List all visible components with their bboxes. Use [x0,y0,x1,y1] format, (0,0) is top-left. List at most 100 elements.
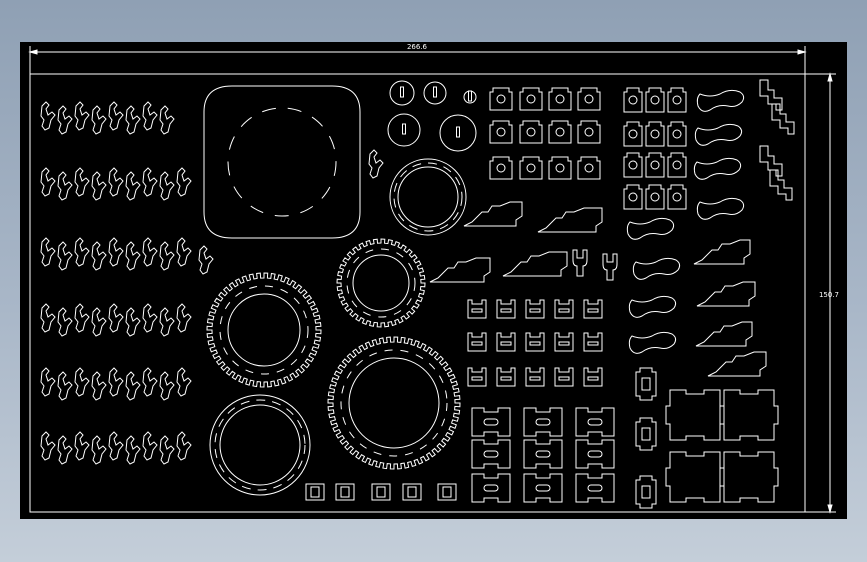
square-tab-part [489,120,513,144]
zigzag-clip-part [176,303,192,333]
square-tab-part [548,156,572,180]
width-dimension-label: 266.6 [407,43,428,51]
zigzag-clip-part [176,237,192,267]
tab-hole [496,127,506,137]
slot-clip-hole [587,376,599,381]
tab-hole [672,129,682,139]
height-dimension [805,72,836,514]
square-tab-part [667,121,687,147]
box-slot [535,450,551,458]
slotted-box-part [523,439,563,469]
clip-outline [142,431,158,461]
clip-outline [40,367,56,397]
slot-clip-outline [496,367,516,387]
fork-part [602,253,618,281]
stepped-bracket-part [693,239,751,265]
panel-outline [719,451,779,503]
zigzag-clip-part [40,101,56,131]
box-slot [535,418,551,426]
zigzag-clip-part [57,371,73,401]
block-outline [635,417,657,451]
slot-clip-hole [529,341,541,346]
latch-outline [771,103,795,135]
disc-outline [389,80,415,106]
gear-bore [348,357,440,449]
square-tab-part [645,184,665,210]
zigzag-clip-part [125,241,141,271]
fork-outline [602,253,618,281]
tab-outline [548,156,572,180]
zigzag-clip-part [159,307,175,337]
slotted-box-part [471,439,511,469]
tab-outline [519,156,543,180]
slot-clip-hole [529,308,541,313]
clip-outline [91,371,107,401]
clip-outline [74,237,90,267]
clip-outline [176,367,192,397]
ring-inner [219,404,301,486]
zigzag-clip-part [57,171,73,201]
slot-clip-outline [525,299,545,319]
u-clip-inner [376,486,386,498]
clip-outline [91,435,107,465]
slot-clip-outline [467,332,487,352]
disc-part [439,114,477,152]
slot-clip-hole [587,308,599,313]
box-slot [587,418,603,426]
zigzag-clip-part [91,171,107,201]
square-tab-part [623,184,643,210]
u-clip-inner [310,486,320,498]
clip-outline [176,431,192,461]
tab-hole [672,95,682,105]
box-outline [575,473,615,503]
fork-part [572,249,588,277]
square-tab-part [623,121,643,147]
box-outline [523,439,563,469]
panel-outline [665,389,725,441]
clip-outline [159,241,175,271]
slot-clip-outline [496,299,516,319]
square-tab-part [548,87,572,111]
stepped-bracket-part [463,201,523,227]
tab-outline [489,87,513,111]
stepped-bracket-part [707,351,767,377]
notched-panel-part [719,389,779,441]
slot-clip-part [467,299,487,319]
zigzag-clip-part [176,367,192,397]
tab-hole [650,160,660,170]
square-tab-part [623,87,643,113]
stepped-bracket-part [537,207,603,233]
gear-ring-part [327,336,461,470]
latch-outline [759,145,783,177]
tab-outline [645,87,665,113]
zigzag-clip-part [40,167,56,197]
slot-clip-part [467,367,487,387]
clip-outline [91,171,107,201]
slot-clip-part [554,332,574,352]
tab-hole [555,163,565,173]
zigzag-clip-part [159,241,175,271]
zigzag-clip-part [142,237,158,267]
slot-clip-outline [583,332,603,352]
zigzag-clip-part [57,105,73,135]
zigzag-clip-part [74,367,90,397]
slot-clip-hole [587,341,599,346]
box-slot [587,450,603,458]
tab-outline [519,120,543,144]
clip-outline [74,303,90,333]
clip-outline [91,105,107,135]
notched-block-part [635,475,657,509]
clip-outline [91,307,107,337]
gear-slot-ring [219,285,309,375]
clip-outline [40,431,56,461]
clip-outline [159,171,175,201]
tab-hole [526,163,536,173]
u-clip-outline [402,483,422,501]
zigzag-clip-part [159,105,175,135]
slot-clip-part [583,367,603,387]
u-clip-part [305,483,325,501]
zigzag-clip-part [57,435,73,465]
square-tab-part [548,120,572,144]
slot-clip-outline [525,367,545,387]
